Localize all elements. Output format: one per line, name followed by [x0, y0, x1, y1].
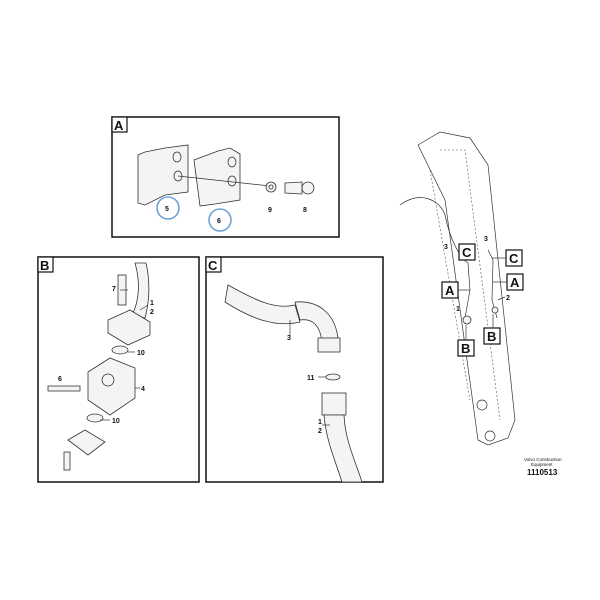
callout-10-lower[interactable]: 10: [112, 418, 120, 425]
callout-1[interactable]: 1: [318, 419, 322, 426]
overview-tag-c-left[interactable]: C: [458, 243, 476, 261]
overview-tag-a-right[interactable]: A: [506, 273, 524, 291]
panel-c: C 3 11 1 2: [205, 256, 384, 483]
overview-tag-a-left[interactable]: A: [441, 281, 459, 299]
overview-tag-b-left[interactable]: B: [457, 339, 475, 357]
block-4: [87, 357, 136, 416]
o-ring-11: [325, 373, 341, 381]
hose-1: [323, 414, 363, 483]
panel-c-tag: C: [208, 258, 218, 273]
o-ring-10: [111, 345, 129, 355]
overview-callout-3-left[interactable]: 3: [444, 244, 448, 251]
svg-text:B: B: [461, 341, 470, 356]
overview-callout-2[interactable]: 2: [506, 295, 510, 302]
overview-tag-c-right[interactable]: C: [505, 249, 523, 267]
callout-4[interactable]: 4: [141, 386, 145, 393]
bolt-8: [301, 181, 315, 195]
panel-b-tag: B: [40, 258, 49, 273]
svg-text:B: B: [487, 329, 496, 344]
boom-outline: [417, 131, 516, 446]
overview-callout-3-right[interactable]: 3: [484, 236, 488, 243]
callout-9[interactable]: 9: [268, 207, 272, 214]
callout-11[interactable]: 11: [307, 375, 315, 382]
hose: [131, 262, 150, 319]
callout-6[interactable]: 6: [58, 376, 62, 383]
bolt-6: [47, 385, 81, 392]
hose-3: [224, 284, 301, 325]
panel-a-tag: A: [114, 118, 124, 133]
callout-2[interactable]: 2: [150, 309, 154, 316]
callout-6[interactable]: 6: [217, 218, 221, 225]
panel-a-tag-box: [111, 116, 128, 133]
flange-1: [107, 309, 151, 346]
svg-text:A: A: [510, 275, 520, 290]
callout-2[interactable]: 2: [318, 428, 322, 435]
callout-1[interactable]: 1: [150, 300, 154, 307]
highlight-6: [208, 208, 232, 232]
boom-overview: C C A A B B 3 3 2 1: [399, 131, 524, 446]
callout-7[interactable]: 7: [112, 286, 116, 293]
brand-line-1: Volvo Construction: [524, 457, 562, 462]
brand-line-2: Equipment: [531, 462, 553, 467]
fitting: [321, 392, 347, 416]
overview-tag-b-right[interactable]: B: [483, 327, 501, 345]
overview-callout-1[interactable]: 1: [456, 306, 460, 313]
highlight-5: [156, 196, 180, 220]
callout-8[interactable]: 8: [303, 207, 307, 214]
panel-a: A 5 6 9 8: [111, 116, 340, 238]
callout-3[interactable]: 3: [287, 335, 291, 342]
callout-10-upper[interactable]: 10: [137, 350, 145, 357]
callout-5[interactable]: 5: [165, 206, 169, 213]
svg-text:A: A: [445, 283, 455, 298]
svg-text:C: C: [509, 251, 519, 266]
svg-text:C: C: [462, 245, 472, 260]
panel-b: B 7 1 2 10 6 4 10: [37, 256, 200, 483]
illustration-code: 1110513: [527, 468, 558, 477]
